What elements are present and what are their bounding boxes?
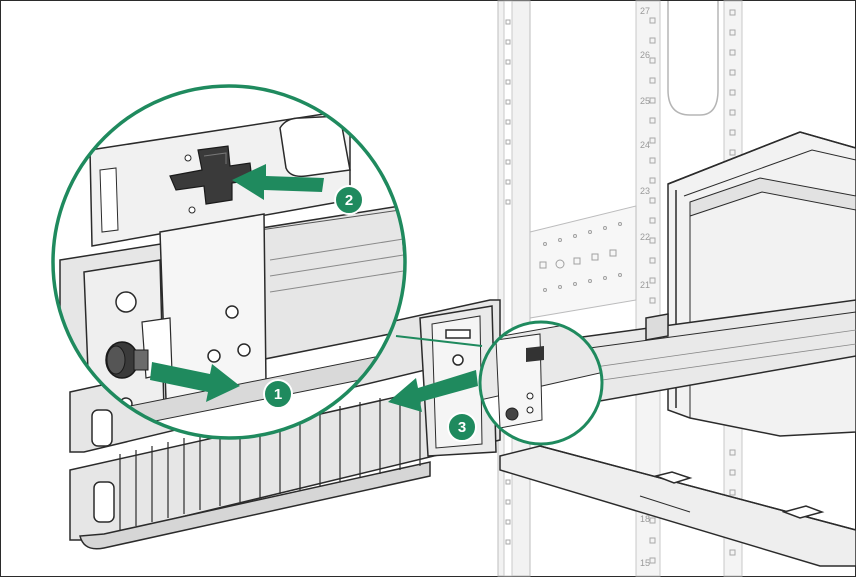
step-3-arrow [388,370,478,412]
server-chassis [667,131,856,437]
step-3-badge: 3 [447,412,477,442]
callout-leader-line [395,335,483,347]
rack-unit-21: 21 [640,280,650,290]
step-1-badge: 1 [263,379,293,409]
step-1-arrow [150,362,240,402]
rack-unit-27: 27 [640,6,650,16]
rack-unit-23: 23 [640,186,650,196]
step-2-number: 2 [345,192,353,209]
rack-bracket [499,445,856,567]
step-2-arrow [232,164,324,200]
step-1-number: 1 [274,386,282,403]
rack-unit-labels: 27 26 25 24 23 22 21 18 15 [640,6,650,568]
rack-unit-18: 18 [640,514,650,524]
rack-unit-15: 15 [640,558,650,568]
step-2-badge: 2 [334,185,364,215]
rack-unit-22: 22 [640,232,650,242]
detail-callout-small [478,320,604,446]
rack-unit-24: 24 [640,140,650,150]
rack-unit-26: 26 [640,50,650,60]
rack-unit-25: 25 [640,96,650,106]
step-3-number: 3 [458,419,466,436]
